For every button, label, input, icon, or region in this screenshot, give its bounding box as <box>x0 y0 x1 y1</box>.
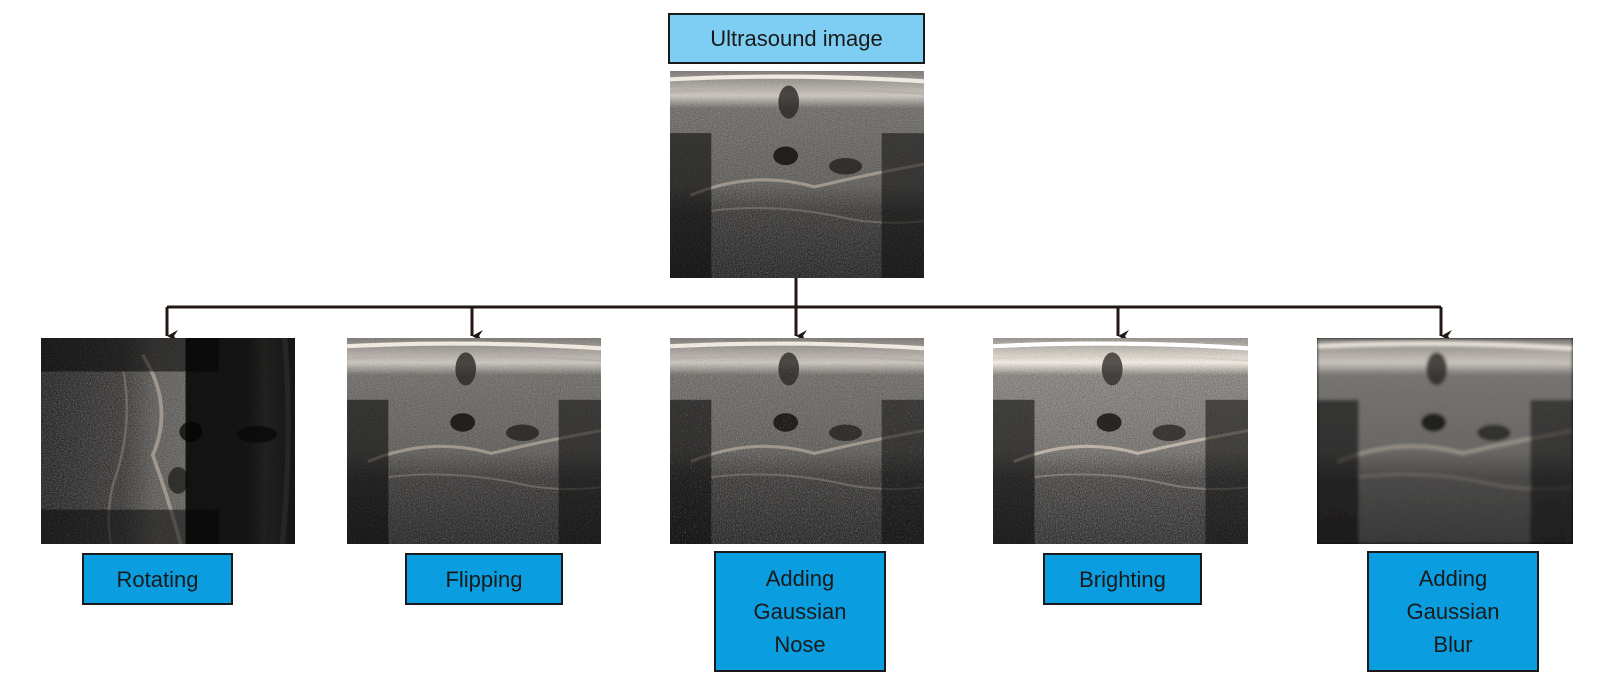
brightened-ultrasound-image <box>993 338 1248 544</box>
rotated-ultrasound-image <box>41 338 295 544</box>
noisy-ultrasound-image <box>670 338 924 544</box>
flipped-ultrasound-image <box>347 338 601 544</box>
gaussian-noise-label: Adding Gaussian Nose <box>714 551 886 672</box>
flipping-label: Flipping <box>405 553 563 605</box>
brighting-label: Brighting <box>1043 553 1202 605</box>
source-label: Ultrasound image <box>668 13 925 64</box>
blurred-ultrasound-image <box>1317 338 1573 544</box>
gaussian-blur-label: Adding Gaussian Blur <box>1367 551 1539 672</box>
source-ultrasound-image <box>670 71 924 278</box>
rotating-label: Rotating <box>82 553 233 605</box>
